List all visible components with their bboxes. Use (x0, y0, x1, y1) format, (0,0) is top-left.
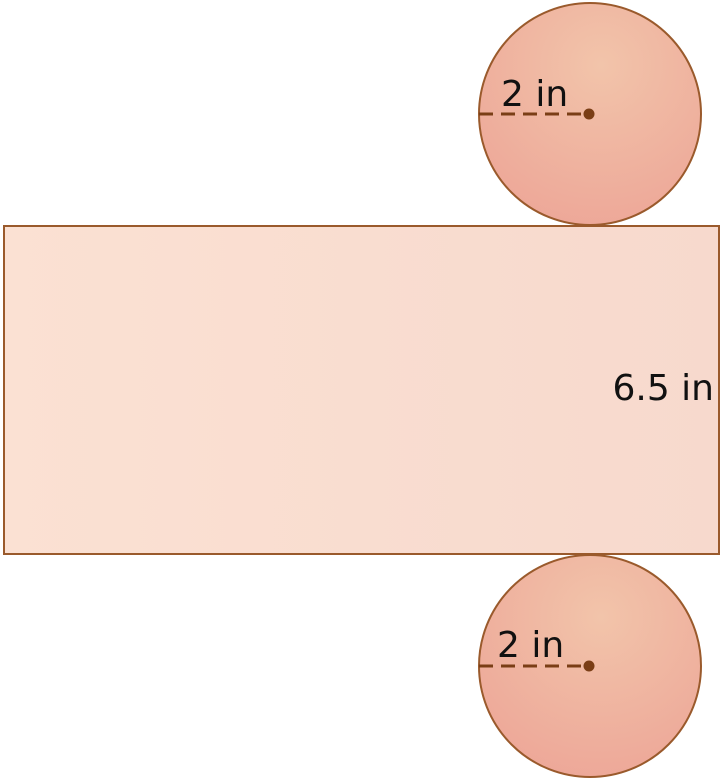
top-radius-label: 2 in (501, 74, 568, 115)
bottom-circle-group: 2 in (478, 554, 702, 778)
rectangle-group: 6.5 in (3, 225, 720, 555)
bottom-radius-label: 2 in (497, 625, 564, 666)
height-label: 6.5 in (612, 368, 714, 409)
lateral-rectangle (3, 225, 720, 555)
top-circle-group: 2 in (478, 2, 702, 226)
bottom-center-dot (583, 660, 595, 672)
top-center-dot (583, 108, 595, 120)
